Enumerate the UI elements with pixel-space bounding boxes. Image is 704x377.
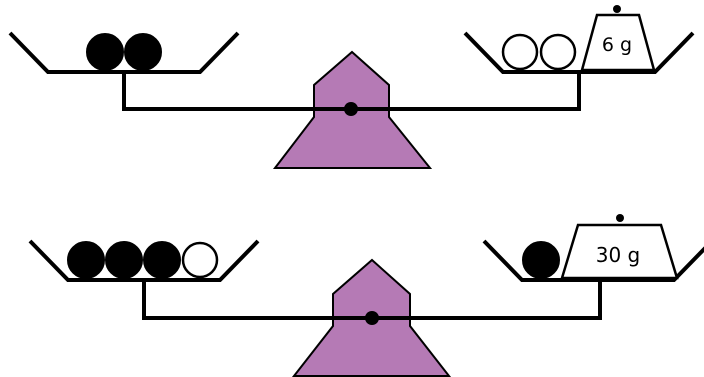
right-pan-balls [523,242,559,278]
left-pan-balls [87,34,161,70]
ball [183,243,217,277]
pivot-dot [365,311,379,325]
weight-6g: 6 g [582,5,654,70]
pivot-dot [344,102,358,116]
scale-2: 30 g [30,214,704,376]
ball [106,242,142,278]
ball [541,35,575,69]
scale-1: 6 g [10,5,693,168]
ball [523,242,559,278]
left-pan [10,33,238,72]
weight-label: 6 g [602,34,632,56]
weight-30g: 30 g [562,214,677,278]
ball [144,242,180,278]
weight-handle-dot [613,5,621,13]
ball [125,34,161,70]
right-pan-balls [503,35,575,69]
weight-handle-dot [616,214,624,222]
right-pan [465,33,693,72]
ball [87,34,123,70]
left-pan-balls [68,242,217,278]
ball [68,242,104,278]
weight-label: 30 g [596,243,641,267]
ball [503,35,537,69]
